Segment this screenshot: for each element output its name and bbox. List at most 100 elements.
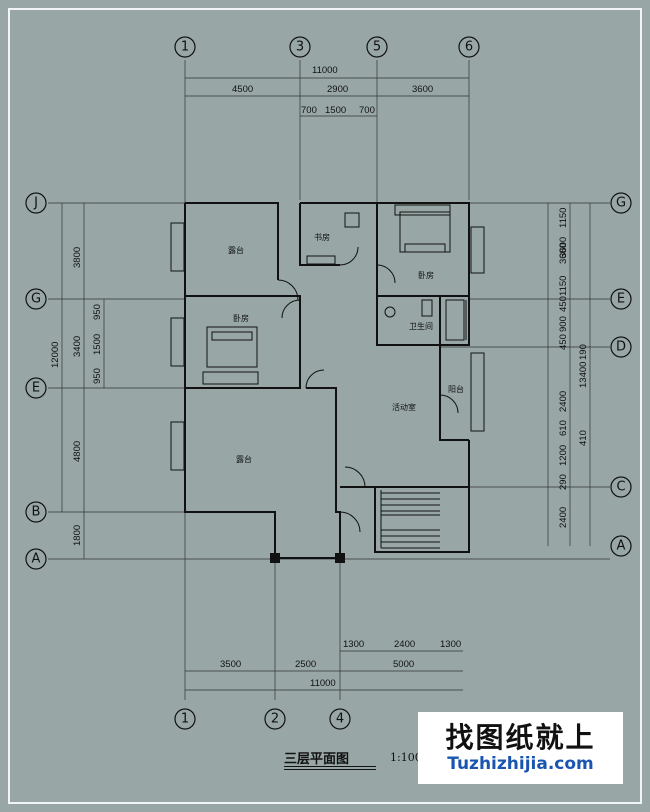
watermark: 找图纸就上 Tuzhizhijia.com: [418, 712, 623, 784]
dim-bottom-sub-1: 1300: [343, 639, 364, 650]
dim-right-total-2: 190: [578, 344, 589, 360]
axis-bubble-top-5: 5: [366, 36, 388, 58]
room-balcony: 阳台: [448, 384, 464, 394]
svg-text:A: A: [617, 539, 626, 554]
doors: [277, 246, 459, 533]
dim-right-sub-5: 450: [558, 334, 569, 350]
axis-bubble-bottom-4: 4: [329, 708, 351, 730]
windows: [170, 222, 485, 471]
desk-study: [344, 212, 360, 228]
watermark-en: Tuzhizhijia.com: [447, 754, 594, 774]
svg-text:1: 1: [181, 712, 189, 727]
toilet: [421, 299, 433, 317]
grid-lines: [48, 60, 610, 700]
dim-left-total: 12000: [50, 342, 61, 368]
axis-bubble-left-e: E: [25, 377, 47, 399]
dim-right-sub-8: 290: [558, 474, 569, 490]
dim-right-sub-3: 450: [558, 296, 569, 312]
dim-right-seg-3: 2400: [558, 507, 569, 528]
dim-left-seg-4: 1800: [72, 525, 83, 546]
stairs: [380, 490, 440, 549]
axis-bubble-bottom-2: 2: [264, 708, 286, 730]
basin: [384, 306, 396, 318]
axis-bubble-right-a: A: [610, 535, 632, 557]
drawing-scale: 1:100: [390, 751, 422, 764]
svg-text:G: G: [31, 292, 41, 307]
wall-stair: [340, 486, 470, 553]
wall-bedroom-left: [184, 295, 301, 389]
dim-left-seg-3: 4800: [72, 441, 83, 462]
axis-bubble-left-g: G: [25, 288, 47, 310]
axis-bubble-bottom-1: 1: [174, 708, 196, 730]
dim-left-seg-1: 3800: [72, 247, 83, 268]
dims-bottom: 1300 2400 1300 3500 2500 5000 11000: [185, 639, 463, 691]
drawing-title: 三层平面图: [284, 748, 376, 770]
room-terrace-upper: 露台: [228, 245, 244, 255]
furniture: [202, 204, 465, 385]
dim-bottom-seg-1: 3500: [220, 659, 241, 670]
wall-bedroom-right: [376, 202, 470, 297]
room-terrace-lower: 露台: [236, 454, 252, 464]
axis-bubble-right-g: G: [610, 192, 632, 214]
bathtub: [445, 299, 465, 341]
dim-right-sub-4: 900: [558, 316, 569, 332]
dim-bottom-seg-3: 5000: [393, 659, 414, 670]
dim-left-sub-3: 950: [92, 368, 103, 384]
room-study: 书房: [314, 232, 330, 242]
axis-bubble-left-a: A: [25, 548, 47, 570]
dim-right-sub-6: 610: [558, 420, 569, 436]
svg-text:A: A: [32, 552, 41, 567]
axis-bubble-left-b: B: [25, 501, 47, 523]
dim-right-sub-7: 1200: [558, 445, 569, 466]
dim-bottom-sub-3: 1300: [440, 639, 461, 650]
axis-bubble-top-1: 1: [174, 36, 196, 58]
dim-right-sub-1: 1150: [558, 208, 569, 228]
svg-text:B: B: [32, 505, 41, 520]
room-bedroom-left: 卧房: [233, 313, 249, 323]
axis-bubble-right-d: D: [610, 336, 632, 358]
axis-bubble-top-6: 6: [458, 36, 480, 58]
svg-text:C: C: [616, 480, 625, 495]
svg-text:1: 1: [181, 40, 189, 55]
wall-bathroom: [376, 296, 441, 346]
wall-balcony: [439, 296, 470, 441]
axis-bubble-top-3: 3: [289, 36, 311, 58]
room-bathroom: 卫生间: [409, 321, 433, 331]
svg-text:5: 5: [373, 40, 381, 55]
dims-top: 11000 4500 2900 3600 700 1500 700: [185, 65, 469, 117]
dim-right-extra-2: 410: [578, 430, 589, 446]
column-1: [270, 553, 280, 563]
svg-text:E: E: [32, 381, 40, 396]
dim-top-seg-1: 4500: [232, 84, 253, 95]
svg-text:G: G: [616, 196, 626, 211]
dim-top-total: 11000: [312, 65, 338, 76]
dim-top-sub-3: 700: [359, 105, 375, 116]
svg-text:6: 6: [465, 40, 473, 55]
room-labels: 露台 书房 卧房 卧房 卫生间 活动室 阳台 露台: [228, 232, 464, 464]
dim-top-seg-2: 2900: [327, 84, 348, 95]
wall-lower-terrace: [184, 387, 341, 559]
dims-left: 3800 3400 4800 1800 950 1500 950 12000: [50, 203, 105, 559]
svg-text:3: 3: [296, 40, 304, 55]
dim-right-total: 13400: [578, 362, 589, 388]
dim-right-sub-2: 1150: [558, 276, 569, 296]
walls: [184, 202, 470, 559]
dim-bottom-sub-2: 2400: [394, 639, 415, 650]
dim-top-seg-3: 3600: [412, 84, 433, 95]
svg-text:2: 2: [271, 712, 279, 727]
dim-right-extra-1: 3600: [558, 237, 569, 258]
svg-text:D: D: [616, 340, 626, 355]
bed-left: [206, 326, 258, 368]
axis-bubble-left-j: J: [25, 192, 47, 214]
dim-top-sub-1: 700: [301, 105, 317, 116]
dim-bottom-total: 11000: [310, 678, 336, 689]
bed-right: [399, 211, 451, 253]
svg-text:J: J: [33, 196, 38, 211]
dims-right: 3600 2400 2400 1150 1150 450 900 450 610…: [547, 203, 591, 546]
watermark-cn: 找图纸就上: [445, 721, 596, 754]
dim-left-sub-2: 1500: [92, 334, 103, 355]
dim-right-seg-2: 2400: [558, 391, 569, 412]
dim-left-seg-2: 3400: [72, 336, 83, 357]
svg-text:4: 4: [336, 712, 344, 727]
